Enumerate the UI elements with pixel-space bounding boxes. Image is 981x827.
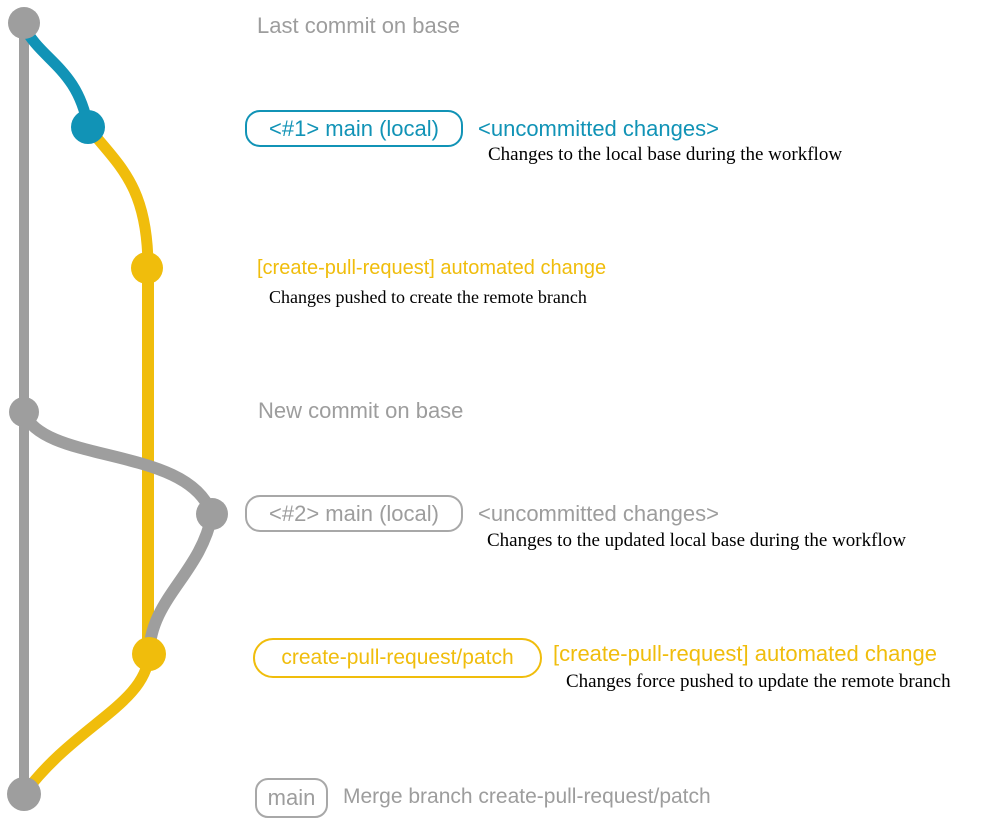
main-local-2-rebase-curve — [143, 509, 218, 661]
automated-change-1-description: Changes pushed to create the remote bran… — [269, 287, 587, 307]
uncommitted-changes-1-label: <uncommitted changes> — [478, 116, 719, 141]
merge-branch-message: Merge branch create-pull-request/patch — [343, 785, 711, 808]
main-local-1-curve — [18, 20, 94, 133]
automated-change-1-message: [create-pull-request] automated change — [257, 257, 607, 279]
automated-change-2-message: [create-pull-request] automated change — [553, 641, 938, 666]
main-local-1-badge: <#1> main (local) — [245, 110, 463, 147]
patch-merge-curve — [18, 649, 155, 800]
patch-branch-curve — [82, 121, 154, 274]
commit-dot-new-base — [9, 397, 39, 427]
main-badge: main — [255, 778, 328, 818]
new-commit-on-base-label: New commit on base — [258, 398, 464, 423]
commit-dot-last-base — [8, 7, 40, 39]
create-pull-request-patch-badge: create-pull-request/patch — [253, 638, 542, 678]
commit-dot-main-local-2 — [196, 498, 228, 530]
commit-dot-merge — [7, 777, 41, 811]
commit-dot-automated-change-1 — [131, 252, 163, 284]
commit-dot-automated-change-2 — [132, 637, 166, 671]
commit-dot-main-local-1 — [71, 110, 105, 144]
last-commit-on-base-label: Last commit on base — [257, 13, 460, 38]
uncommitted-changes-2-label: <uncommitted changes> — [478, 501, 719, 526]
main-local-2-curve — [18, 407, 218, 521]
main-local-1-description: Changes to the local base during the wor… — [488, 144, 843, 165]
main-local-2-badge: <#2> main (local) — [245, 495, 463, 532]
automated-change-2-description: Changes force pushed to update the remot… — [566, 671, 951, 692]
main-local-2-description: Changes to the updated local base during… — [487, 530, 906, 551]
